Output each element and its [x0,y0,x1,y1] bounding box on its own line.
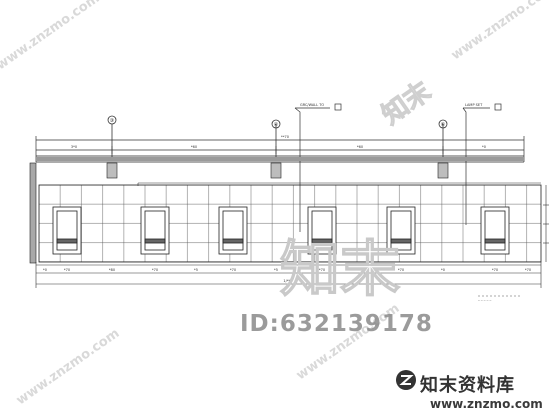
door-1 [52,206,82,255]
overall-dimension: **70 [281,135,289,139]
ceiling-band [36,155,524,179]
door-2 [140,206,170,255]
grid-marker-3 [107,115,117,125]
bottom-dimension-3: *80 [109,268,115,272]
center-watermark: 知末 [280,235,400,305]
diagonal-watermark-bottom-left: www.znzmo.com [14,326,123,408]
door-5 [386,206,416,255]
right-dimension-chain [543,185,549,262]
doors [52,206,510,255]
diagonal-watermark-top-right: www.znzmo.com [449,0,558,63]
diagonal-watermark-top-left: www.znzmo.com [0,0,102,73]
bottom-dimension-6: *70 [230,268,236,272]
top-dimension-1: 3*0 [71,145,77,149]
top-dimension-2: *60 [191,145,197,149]
callout-lamp-label: LAMP SET [465,103,483,107]
bottom-dimension-4: *70 [152,268,158,272]
lamp-box-3 [437,162,449,179]
top-right-watermark: 知末 [377,76,438,131]
bottom-dimension-chain [35,262,542,288]
grid-marker-6-label: ⑥ [441,122,446,128]
bottom-total-dimension: 1/**0 [283,279,292,283]
bottom-dimension-9: *70 [398,268,404,272]
left-column [29,162,37,264]
callout-wall-label: GRC/WALL TO [300,103,324,107]
top-dimension-3: *60 [357,145,363,149]
bottom-dimension-5: *5 [194,268,198,272]
door-6 [480,206,510,255]
grid-marker-4 [271,119,281,129]
bottom-dimension-11: *70 [492,268,498,272]
watermark-brand: 知末资料库 [420,375,515,396]
legend-note: _ _ _ _ _ [477,295,520,301]
bottom-dimension-12: *70 [525,268,531,272]
bottom-dimension-7: *5 [274,268,278,272]
grid-marker-3-label: ③ [110,118,114,124]
grid-marker-4-label: ④ [274,122,279,128]
door-4 [307,206,337,255]
bottom-dimension-2: *70 [64,268,70,272]
tiled-wall [38,182,542,263]
watermark-url: www.znzmo.com [430,397,543,411]
legend-note-text: _ _ _ _ _ [477,297,491,301]
bottom-dimension-10: *0 [441,268,445,272]
bottom-dimension-8: *70 [319,268,325,272]
lamp-box-1 [106,162,118,179]
lamp-box-2 [270,162,282,179]
znzmo-logo-icon [396,370,416,390]
door-3 [218,206,248,255]
top-dimension-4: *0 [482,145,486,149]
bottom-dimension-1: *0 [43,268,47,272]
watermark-id: ID:632139178 [240,311,433,337]
grid-marker-6 [438,119,448,129]
